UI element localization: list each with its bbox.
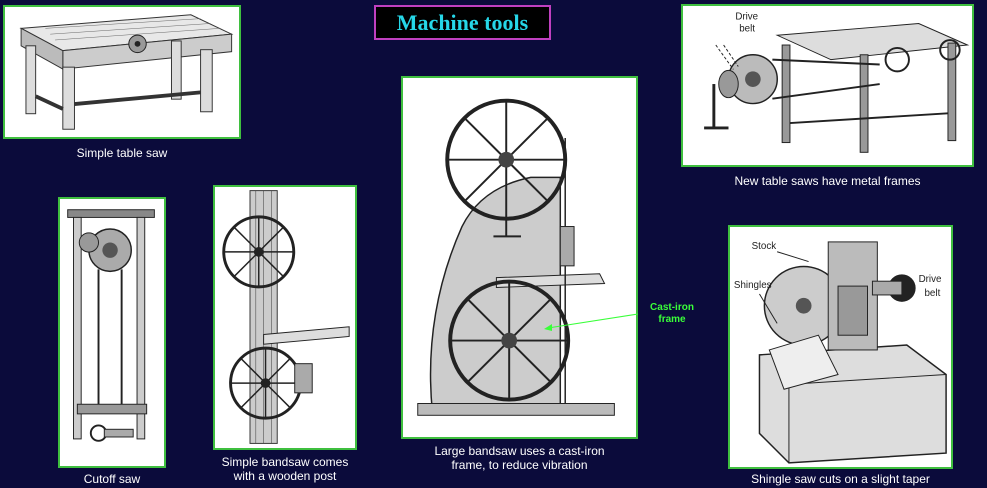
image-large-bandsaw	[401, 76, 638, 439]
image-cutoff-saw	[58, 197, 166, 468]
caption-cutoff-saw: Cutoff saw	[83, 472, 141, 486]
label-drive-belt-1: Drive	[735, 12, 758, 23]
label-drive-belt-4: belt	[924, 288, 940, 299]
label-stock: Stock	[752, 241, 777, 252]
caption-large-bandsaw: Large bandsaw uses a cast-iron frame, to…	[434, 444, 605, 472]
label-cast-iron-frame: Cast-iron frame	[650, 302, 694, 325]
page-title: Machine tools	[374, 5, 551, 40]
image-simple-table-saw	[3, 5, 241, 139]
caption-simple-bandsaw: Simple bandsaw comes with a wooden post	[221, 455, 349, 483]
caption-simple-table-saw: Simple table saw	[76, 146, 168, 160]
label-shingles: Shingles	[734, 280, 772, 291]
cast-iron-arrow	[544, 313, 639, 331]
image-metal-table-saw: Drive belt	[681, 4, 974, 167]
label-drive-belt-3: Drive	[919, 274, 942, 285]
image-simple-bandsaw	[213, 185, 357, 450]
caption-metal-table-saw: New table saws have metal frames	[734, 174, 921, 188]
image-shingle-saw: Stock Shingles Drive belt	[728, 225, 953, 469]
caption-shingle-saw: Shingle saw cuts on a slight taper	[751, 472, 930, 486]
label-drive-belt-2: belt	[739, 23, 755, 34]
